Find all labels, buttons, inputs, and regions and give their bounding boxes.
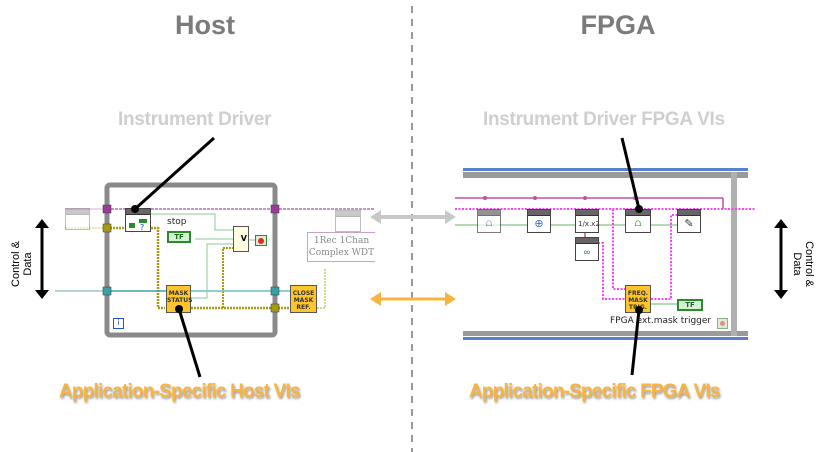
app-link-arrow-icon — [370, 292, 456, 306]
stop-bool-control[interactable]: TF — [167, 231, 191, 243]
host-faded-vi-left — [65, 208, 90, 230]
host-driver-leader — [131, 136, 216, 213]
fpga-app-label: Application-Specific FPGA VIs — [469, 381, 720, 402]
stop-icon — [720, 321, 725, 326]
fpga-app-leader — [630, 306, 643, 376]
fpga-vi-write[interactable]: ✎ — [677, 209, 701, 233]
fpga-vi-filter[interactable]: ⩍ — [477, 209, 501, 233]
fpga-title: FPGA — [580, 10, 656, 40]
stop-label: stop — [167, 217, 187, 227]
or-node[interactable]: V — [233, 226, 249, 252]
pencil-icon: ✎ — [684, 218, 694, 230]
stop-icon — [258, 237, 264, 244]
fpga-driver-leader — [620, 137, 643, 213]
fpga-driver-vi[interactable]: ⩍ — [625, 209, 651, 233]
left-control-data-label: Control & Data — [10, 241, 34, 287]
host-block-diagram: ? stop TF V MASK STATUS CLOSE MASK REF. … — [55, 180, 375, 340]
fpga-vi-trigger-view[interactable]: ∞ — [575, 237, 599, 261]
ext-mask-trigger-label: FPGA ext.mask trigger — [610, 316, 712, 326]
bell-curve-icon: ⩍ — [485, 218, 493, 229]
fpga-driver-label: Instrument Driver FPGA VIs — [483, 109, 725, 130]
spectrum-icon: ⩍ — [634, 218, 642, 229]
waveform-label-line1: 1Rec 1Chan — [313, 236, 370, 246]
decimate-label: 1/x.x2 — [578, 220, 600, 228]
fpga-vi-decimate[interactable]: 1/x.x2 — [575, 209, 600, 233]
left-vertical-double-arrow-icon — [35, 219, 49, 299]
loop-stop-terminal[interactable] — [255, 235, 267, 246]
driver-link-arrow-icon — [370, 210, 456, 224]
host-faded-vi-right — [335, 210, 361, 232]
target-icon: ⊕ — [534, 218, 544, 230]
fpga-stop-terminal[interactable] — [717, 318, 728, 329]
fpga-vi-iq[interactable]: ⊕ — [527, 209, 551, 233]
svg-text:?: ? — [140, 223, 144, 232]
iteration-terminal: i — [113, 318, 124, 329]
glasses-icon: ∞ — [583, 247, 591, 257]
host-driver-label: Instrument Driver — [118, 109, 272, 130]
host-title: Host — [175, 10, 235, 40]
host-app-label: Application-Specific Host VIs — [59, 381, 301, 402]
ext-mask-trigger-indicator[interactable]: TF — [677, 299, 703, 311]
fpga-block-diagram: ⩍ ⊕ 1/x.x2 ∞ ⩍ ✎ FREQ. MASK TRIG. TF FPG… — [455, 165, 755, 345]
close-mask-ref-vi[interactable]: CLOSE MASK REF. — [290, 285, 317, 313]
column-divider — [411, 6, 413, 452]
instrument-vi-icon: ? — [129, 219, 147, 232]
right-vertical-double-arrow-icon — [774, 219, 788, 299]
host-wires — [55, 182, 375, 338]
right-control-data-label: Control & Data — [791, 241, 815, 287]
waveform-label-line2: Complex WDT — [308, 248, 375, 258]
fpga-wires — [455, 168, 755, 340]
waveform-data-label: 1Rec 1Chan Complex WDT — [307, 232, 375, 262]
host-app-leader — [175, 305, 202, 378]
